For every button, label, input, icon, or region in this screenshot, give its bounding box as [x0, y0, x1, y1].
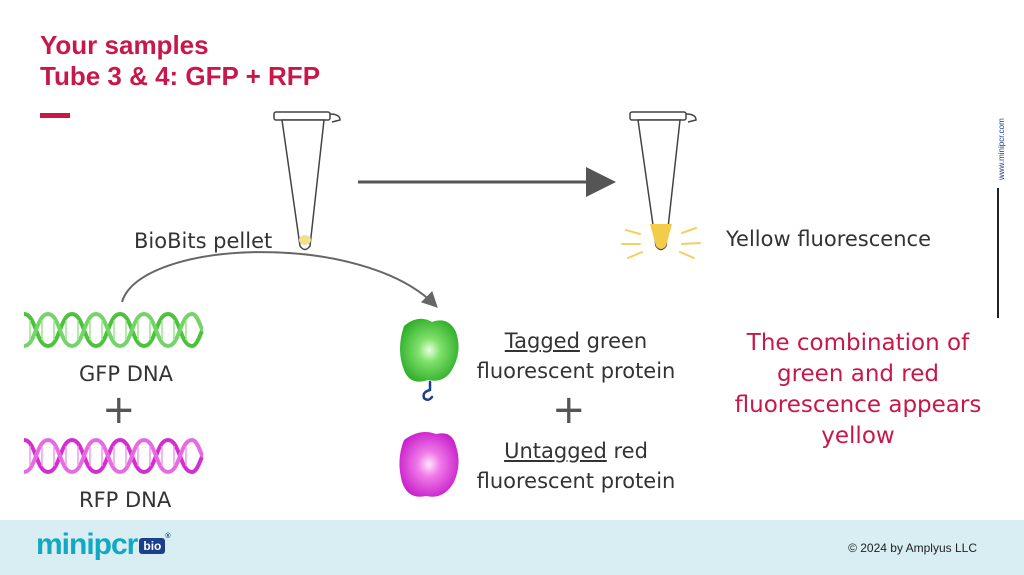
rfp-protein-icon [399, 432, 459, 497]
tagged-rest: green [579, 329, 648, 353]
rfp-dna-label: RFP DNA [79, 488, 172, 512]
title-accent-bar [40, 113, 70, 118]
footer-bar [0, 520, 1024, 575]
plus-icon-protein: + [552, 387, 586, 433]
pellet-label: BioBits pellet [134, 229, 273, 253]
untagged-rfp-label: Untagged red fluorescent protein [466, 436, 686, 496]
copyright: © 2024 by Amplyus LLC [848, 541, 977, 555]
title-line-2: Tube 3 & 4: GFP + RFP [40, 61, 321, 91]
title-line-1: Your samples [40, 30, 209, 60]
glow-rays [621, 227, 701, 259]
tagged-gfp-line2: fluorescent protein [476, 359, 676, 383]
tagged-word: Tagged [504, 329, 580, 353]
untagged-rest: red [606, 439, 648, 463]
result-tube [621, 111, 701, 259]
plus-icon-dna: + [102, 387, 136, 433]
pellet [299, 235, 311, 245]
expression-arrow [121, 251, 438, 308]
gfp-dna-label: GFP DNA [79, 362, 173, 386]
pellet-tube [273, 111, 341, 251]
callout-text: The combination of green and red fluores… [734, 330, 982, 449]
gfp-dna-helix [23, 311, 205, 349]
logo-badge: bio [139, 538, 166, 554]
untagged-word: Untagged [504, 439, 607, 463]
gfp-protein-icon [400, 318, 459, 401]
result-label: Yellow fluorescence [726, 227, 931, 251]
untagged-rfp-line1: Untagged red [466, 436, 686, 466]
side-divider [997, 188, 999, 318]
tagged-gfp-line1: Tagged green [466, 326, 686, 356]
logo-reg: ® [165, 533, 171, 540]
tagged-gfp-label: Tagged green fluorescent protein [466, 326, 686, 386]
rfp-dna-helix [23, 437, 205, 475]
logo-text: minipcr [36, 528, 138, 561]
slide-title: Your samples Tube 3 & 4: GFP + RFP [40, 30, 320, 92]
untagged-rfp-line2: fluorescent protein [476, 469, 676, 493]
